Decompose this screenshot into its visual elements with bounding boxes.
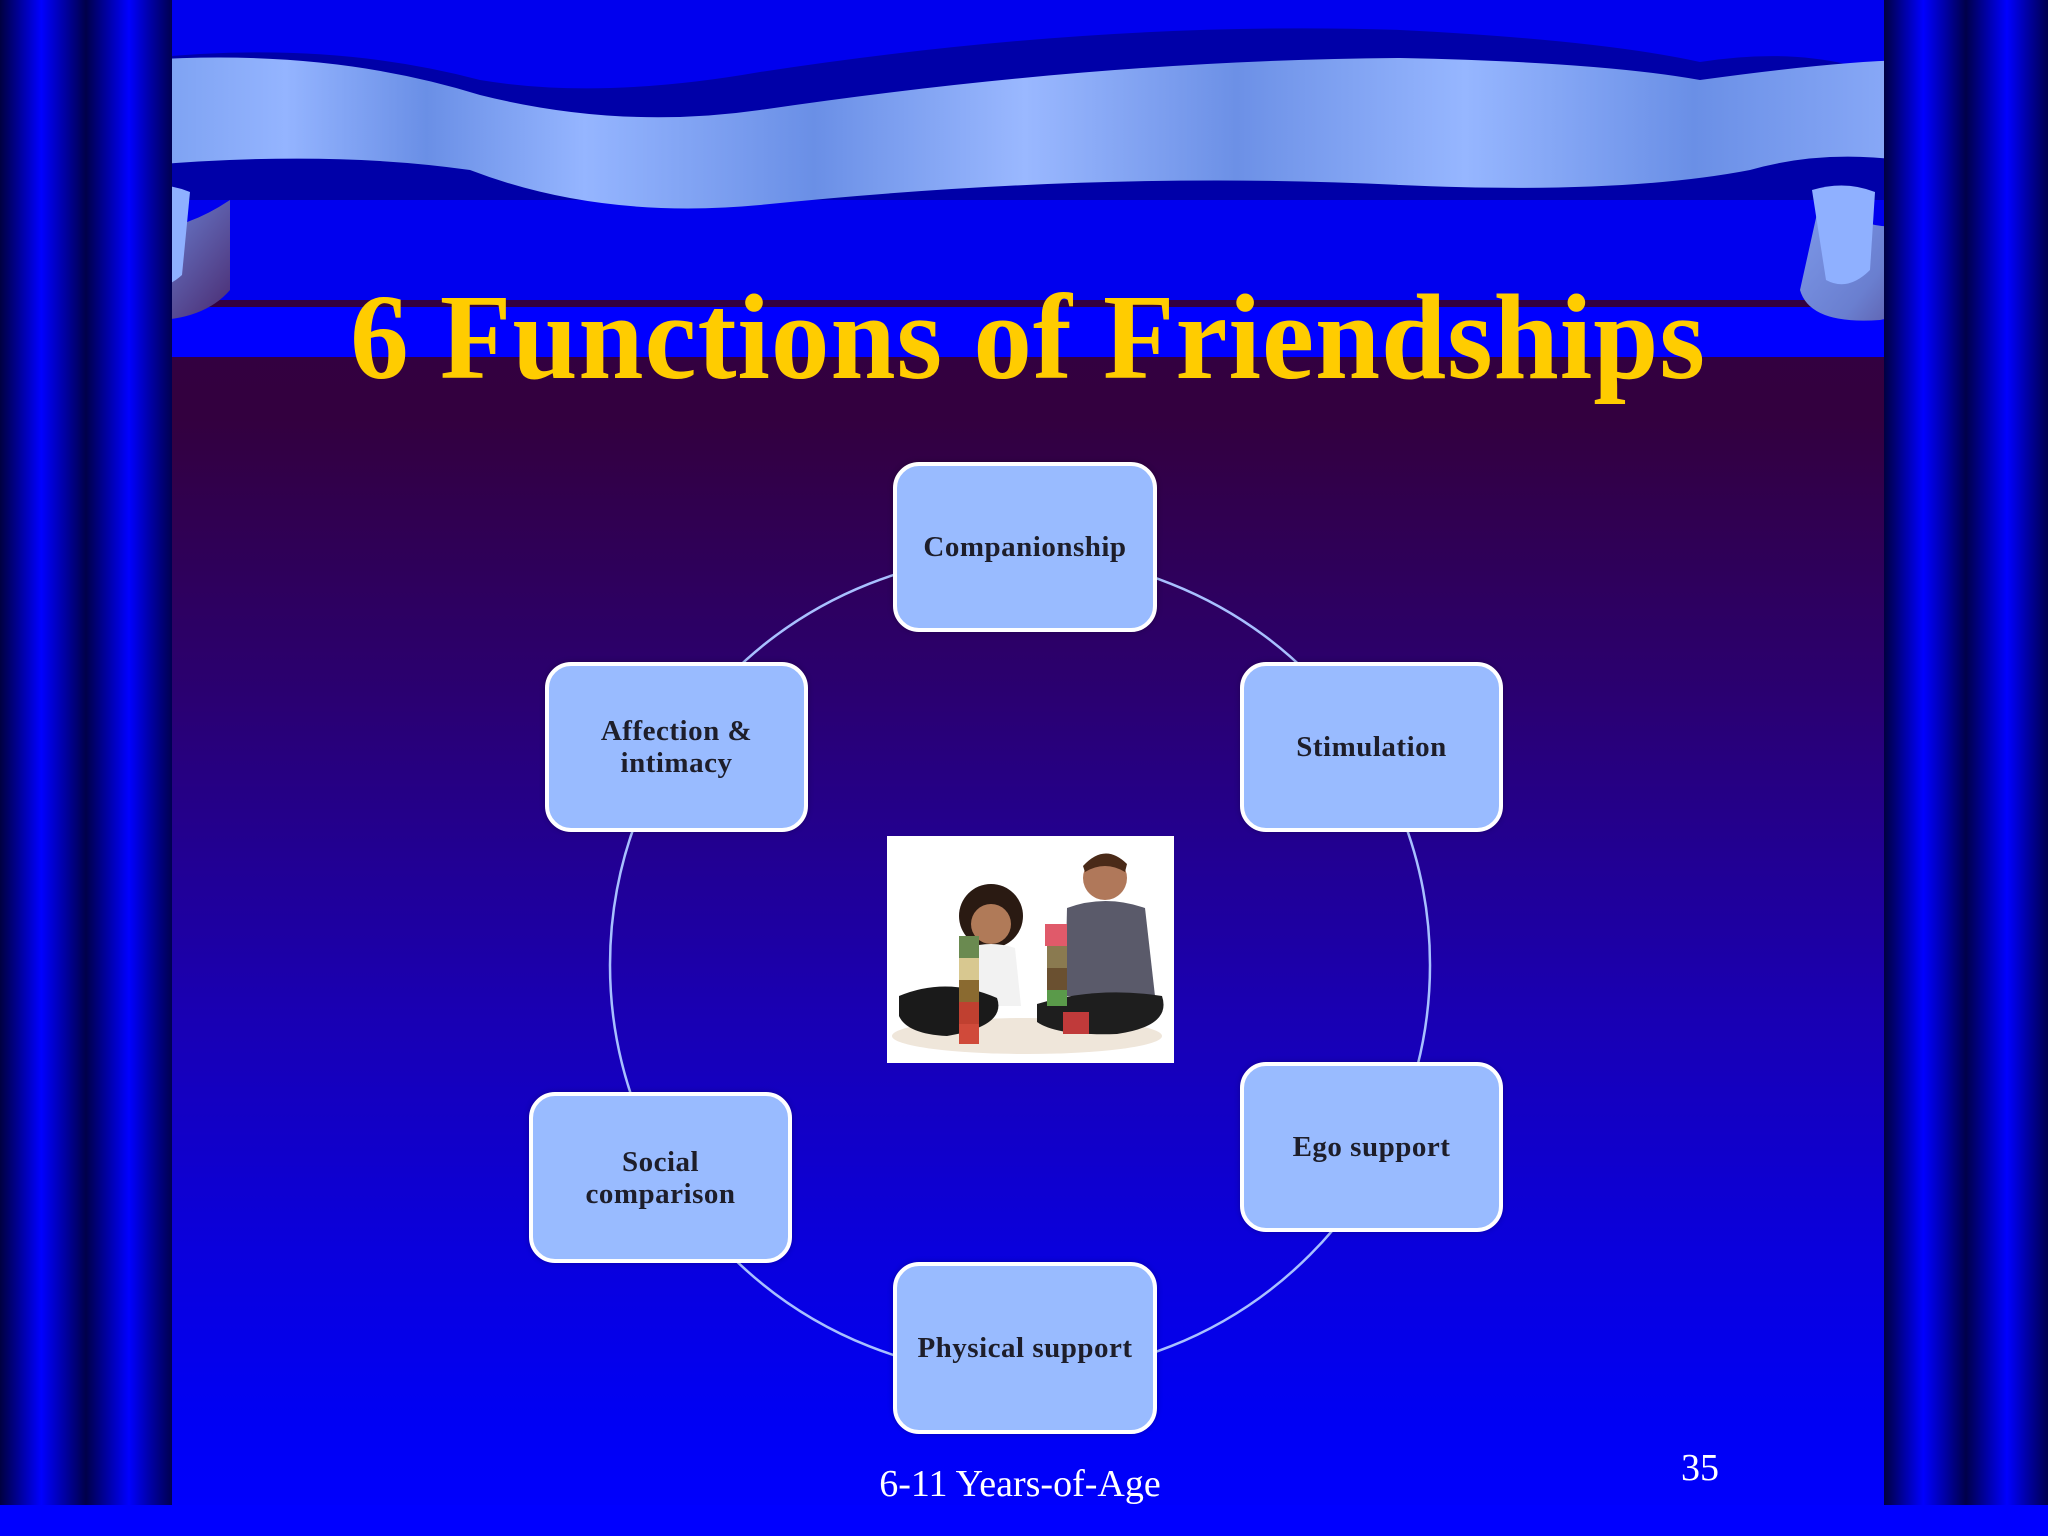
left-curtain-decoration	[0, 0, 172, 1520]
cycle-node-physical-support: Physical support	[893, 1262, 1157, 1434]
node-label: Companionship	[923, 531, 1127, 563]
cycle-node-ego-support: Ego support	[1240, 1062, 1503, 1232]
cycle-node-affection-intimacy: Affection & intimacy	[545, 662, 808, 832]
cycle-node-social-comparison: Social comparison	[529, 1092, 792, 1263]
children-playing-photo	[887, 836, 1174, 1063]
cycle-node-stimulation: Stimulation	[1240, 662, 1503, 832]
slide-title: 6 Functions of Friendships	[350, 270, 1706, 405]
cycle-node-companionship: Companionship	[893, 462, 1157, 632]
node-label: Ego support	[1292, 1131, 1451, 1163]
slide-footer: 6-11 Years-of-Age	[879, 1463, 1161, 1505]
node-label: Social comparison	[585, 1145, 736, 1210]
slide-page-number: 35	[1681, 1447, 1719, 1489]
node-label: Affection & intimacy	[600, 715, 753, 779]
right-curtain-decoration	[1884, 0, 2048, 1520]
node-label: Physical support	[917, 1332, 1133, 1364]
title-stripe	[172, 307, 1884, 357]
node-label: Stimulation	[1296, 731, 1447, 763]
bottom-strip-decoration	[0, 1505, 2048, 1536]
